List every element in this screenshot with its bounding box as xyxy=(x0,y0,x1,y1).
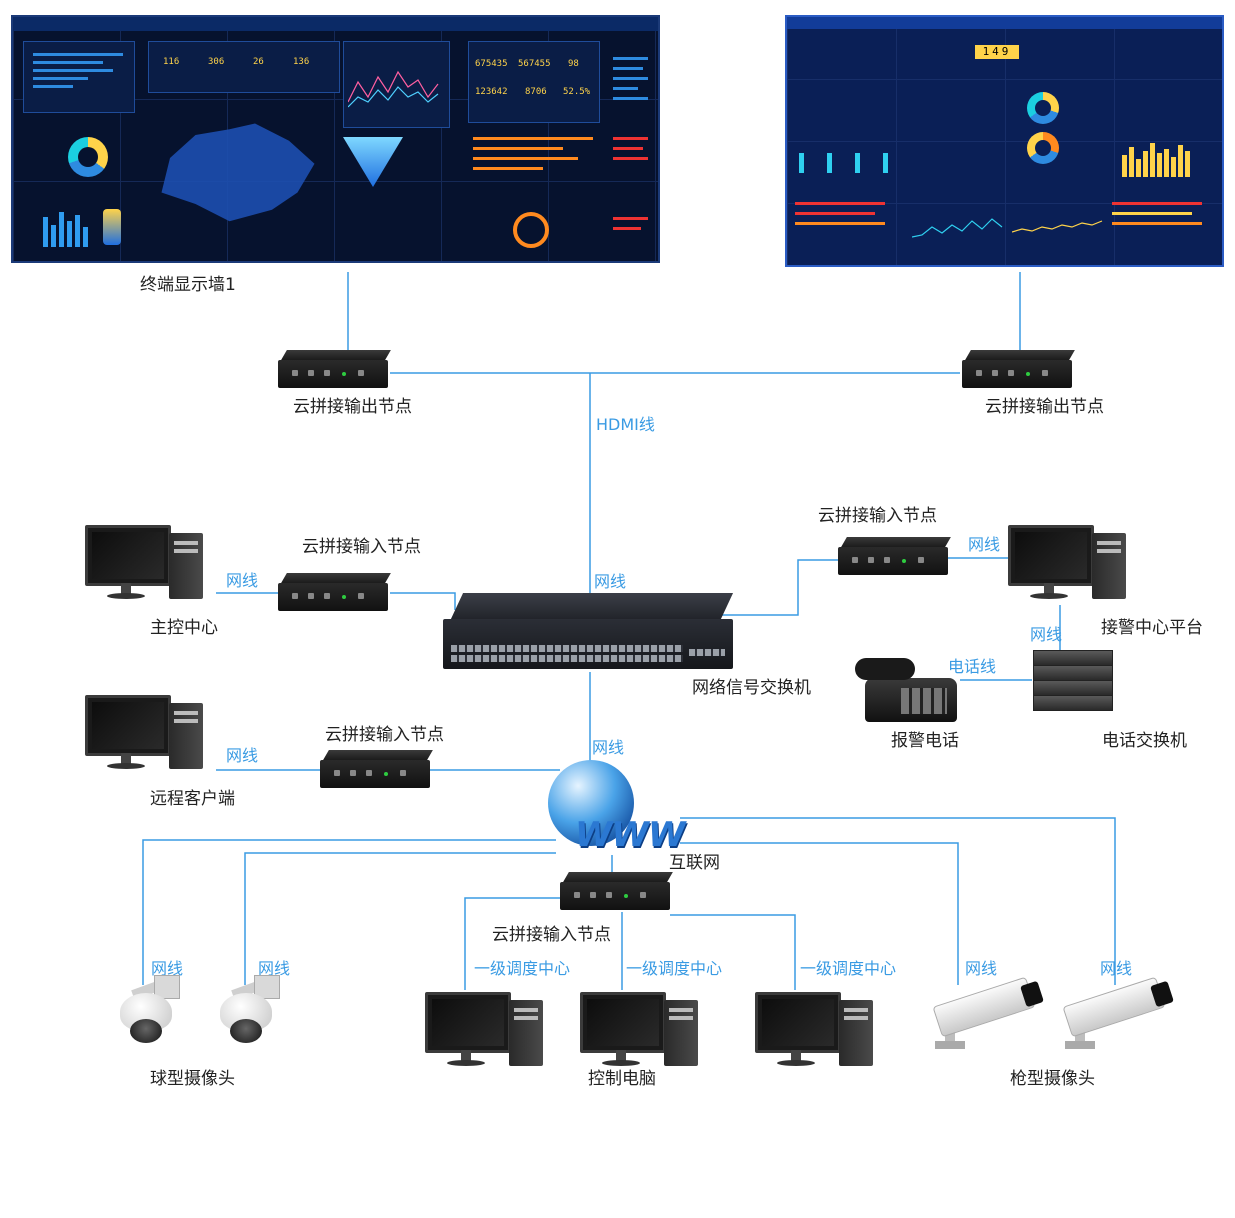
metric-value: 116 xyxy=(163,57,180,67)
net-cable-label: 网线 xyxy=(592,738,625,757)
input-node-alarm xyxy=(838,537,951,575)
output-node-left-label: 云拼接输出节点 xyxy=(293,397,412,417)
input-node-bottom xyxy=(560,872,673,910)
node-to-pc-1 xyxy=(464,897,560,990)
output-node-right xyxy=(962,350,1075,388)
metric-value: 8706 xyxy=(525,87,547,97)
metric-value: 306 xyxy=(208,57,225,67)
dispatch-label: 一级调度中心 xyxy=(474,959,571,978)
net-cable-label: 网线 xyxy=(1100,959,1133,978)
control-pc xyxy=(425,992,545,1072)
alarm-phone xyxy=(855,650,965,725)
control-pcs-label: 控制电脑 xyxy=(588,1069,656,1089)
network-switch-label: 网络信号交换机 xyxy=(692,678,811,698)
output-node-right-label: 云拼接输出节点 xyxy=(985,397,1104,417)
net-cable-label: 网线 xyxy=(226,746,259,765)
switch-to-alarm-node xyxy=(720,559,838,616)
internet-to-bullet-2 xyxy=(680,817,1116,985)
node-to-pc-3 xyxy=(670,914,796,990)
net-cable-label: 网线 xyxy=(594,572,627,591)
display-wall-left-caption: 终端显示墙1 xyxy=(140,275,236,295)
internet-to-dome-2 xyxy=(244,852,556,985)
control-pc xyxy=(580,992,700,1072)
metric-value: 567455 xyxy=(518,59,551,69)
internet-to-dome-1 xyxy=(142,839,556,985)
phone-exchange xyxy=(1033,650,1113,720)
bullet-camera xyxy=(1062,976,1175,1055)
master-center-label: 主控中心 xyxy=(150,618,218,638)
phone-cable-label: 电话线 xyxy=(948,657,997,676)
dome-cameras-label: 球型摄像头 xyxy=(150,1069,235,1089)
dispatch-label: 一级调度中心 xyxy=(800,959,897,978)
alarm-phone-label: 报警电话 xyxy=(891,731,959,751)
net-cable-label: 网线 xyxy=(965,959,998,978)
phone-exchange-label: 电话交换机 xyxy=(1102,731,1187,751)
control-pc xyxy=(755,992,875,1072)
metric-value: 98 xyxy=(568,59,579,69)
output-node-left xyxy=(278,350,391,388)
input-node-alarm-label: 云拼接输入节点 xyxy=(818,506,937,526)
dome-camera xyxy=(120,975,180,1045)
net-cable-label: 网线 xyxy=(968,535,1001,554)
network-switch xyxy=(443,593,734,669)
metric-value: 26 xyxy=(253,57,264,67)
metric-value: 675435 xyxy=(475,59,508,69)
metric-value: 52.5% xyxy=(563,87,591,97)
net-cable-label: 网线 xyxy=(258,959,291,978)
hdmi-cable-label: HDMI线 xyxy=(596,415,655,434)
net-cable-label: 网线 xyxy=(1030,625,1063,644)
input-node-master xyxy=(278,573,391,611)
input-node-remote-label: 云拼接输入节点 xyxy=(325,725,444,745)
remote-client-pc xyxy=(85,695,205,775)
display-wall-left: 116 306 26 136 675435 567455 98 123642 8… xyxy=(11,15,660,263)
remote-client-label: 远程客户端 xyxy=(150,789,235,809)
dispatch-label: 一级调度中心 xyxy=(626,959,723,978)
internet-label: 互联网 xyxy=(669,853,720,873)
alarm-center-pc xyxy=(1008,525,1128,605)
alarm-center-label: 接警中心平台 xyxy=(1101,618,1203,638)
net-cable-label: 网线 xyxy=(226,571,259,590)
input-node-remote xyxy=(320,750,433,788)
display-wall-right: 149 xyxy=(785,15,1224,267)
dome-camera xyxy=(220,975,280,1045)
net-cable-label: 网线 xyxy=(151,959,184,978)
master-center-pc xyxy=(85,525,205,605)
bullet-cameras-label: 枪型摄像头 xyxy=(1010,1069,1095,1089)
internet-globe-icon xyxy=(548,760,634,846)
internet-to-bullet-1 xyxy=(680,842,959,985)
input-node-master-label: 云拼接输入节点 xyxy=(302,537,421,557)
metric-value: 123642 xyxy=(475,87,508,97)
master-node-to-switch xyxy=(390,592,456,610)
metric-value: 136 xyxy=(293,57,310,67)
www-logo: WWW xyxy=(575,815,686,855)
bullet-camera xyxy=(932,976,1045,1055)
input-node-bottom-label: 云拼接输入节点 xyxy=(492,925,611,945)
counter-display: 149 xyxy=(975,45,1019,59)
